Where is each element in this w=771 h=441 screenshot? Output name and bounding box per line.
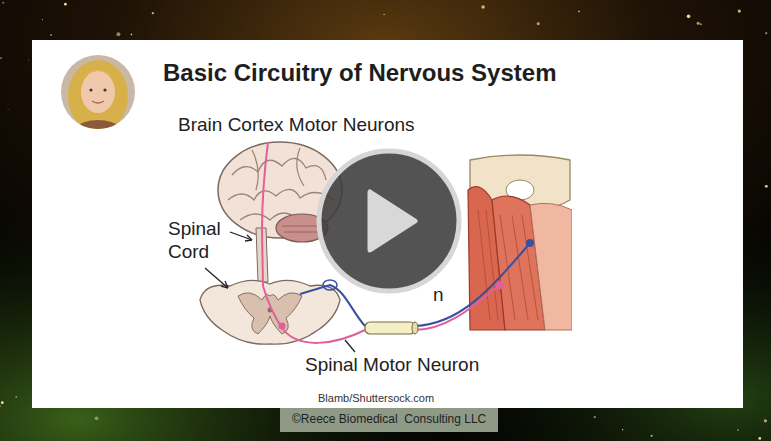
sparkle [764,419,767,422]
sparkle [15,396,16,397]
spinal-cord-section [200,280,340,344]
sparkle [765,185,768,188]
sparkle [116,32,120,36]
dorsal-root-ganglion [323,280,337,290]
sparkle [578,11,580,13]
sparkle [0,57,2,59]
sparkle [0,405,1,407]
sparkle [28,59,29,60]
sparkle [2,2,4,4]
structure-label: n [433,284,444,307]
sparkle [537,22,540,25]
sparkle [765,32,767,34]
sparkle [622,429,623,430]
sparkle [95,416,99,420]
presenter-avatar [60,54,136,132]
motor-axon [415,285,500,330]
sparkle [594,416,596,418]
sparkle [8,109,9,110]
slide-title: Basic Circuitry of Nervous System [163,59,556,88]
sensory-receptor [526,239,534,247]
sparkle [700,23,702,25]
play-button [319,151,459,291]
sparkle [737,429,739,431]
sparkle [651,435,653,437]
nerve-bundle [365,322,418,334]
sensory-neuron-path [300,285,365,326]
structure-label: Spinal Cord [168,218,230,264]
slide-panel [32,40,743,408]
thigh-muscle [468,155,572,330]
structure-label: Brain Cortex Motor Neurons [178,114,415,137]
sparkle [697,22,700,25]
sparkle [50,34,52,36]
motor-end-plate [496,281,504,289]
sparkle [384,14,385,15]
motor-neuron-body [279,323,286,330]
sparkle [131,34,133,36]
sparkle [481,5,484,8]
sparkle [687,15,691,19]
credit-text: ©Reece Biomedical Consulting LLC [292,412,486,426]
sparkle [64,3,67,6]
sparkle [152,12,154,14]
sparkle [738,9,741,12]
image-credit: Blamb/Shuttersock.com [318,392,434,405]
sparkle [42,19,43,20]
credit-band: ©Reece Biomedical Consulting LLC [280,408,498,432]
sparkle [758,437,761,440]
structure-label: Spinal Motor Neuron [305,354,479,377]
sparkle [1,401,4,404]
